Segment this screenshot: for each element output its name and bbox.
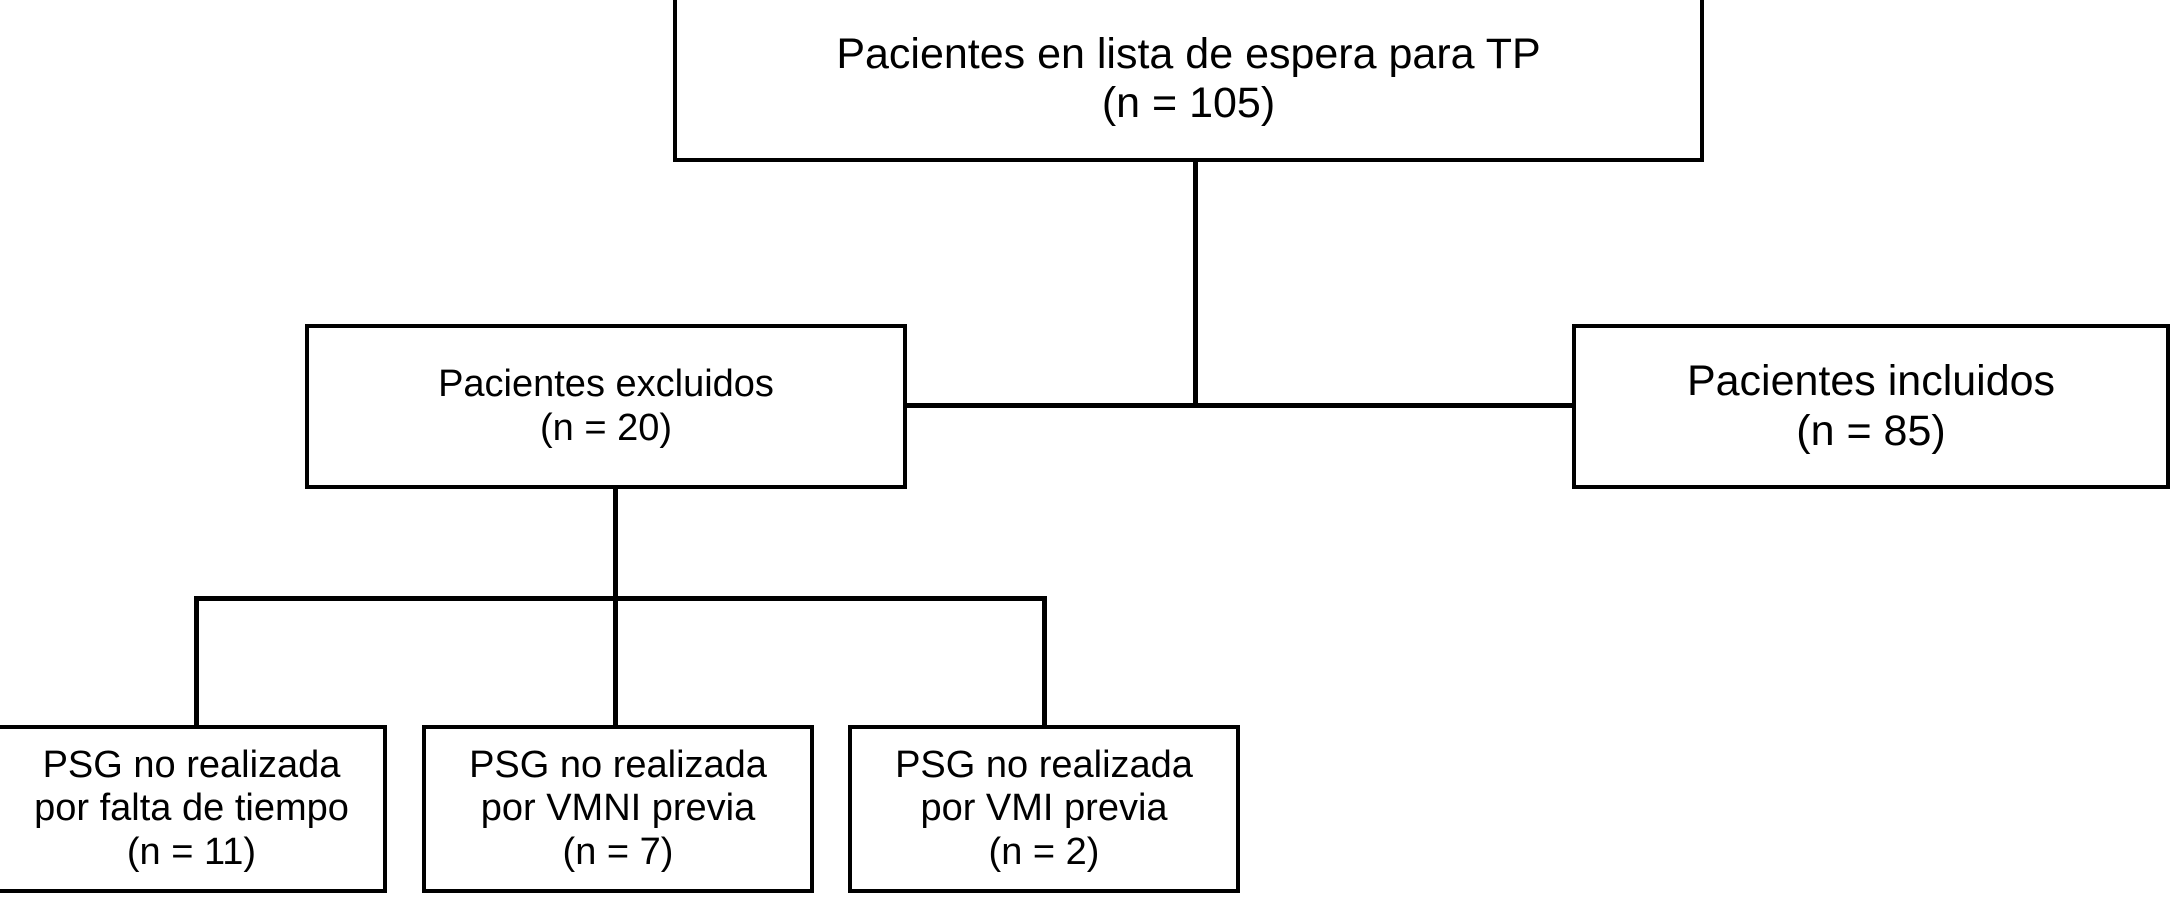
node-included-line-1: Pacientes incluidos xyxy=(1686,357,2056,406)
node-included: Pacientes incluidos (n = 85) xyxy=(1572,324,2170,489)
connector-to-psg-nivm xyxy=(613,596,618,727)
node-psg-no-nivm-count: (n = 7) xyxy=(562,830,674,873)
node-waitlist-line-1: Pacientes en lista de espera para TP xyxy=(836,29,1541,78)
connector-waitlist-to-split xyxy=(1193,160,1198,408)
connector-split-horizontal xyxy=(903,403,1574,408)
node-waitlist-count: (n = 105) xyxy=(1101,79,1276,127)
node-psg-no-nivm-line-1: PSG no realizada xyxy=(469,744,767,787)
node-psg-no-imv-line-2: por VMI previa xyxy=(920,787,1168,830)
node-psg-no-time-line-2: por falta de tiempo xyxy=(34,787,349,830)
node-excluded: Pacientes excluidos (n = 20) xyxy=(305,324,907,489)
node-included-count: (n = 85) xyxy=(1796,406,1946,455)
node-psg-no-time: PSG no realizada por falta de tiempo (n … xyxy=(0,725,387,893)
node-psg-no-imv-count: (n = 2) xyxy=(988,830,1100,873)
node-psg-no-nivm: PSG no realizada por VMNI previa (n = 7) xyxy=(422,725,814,893)
node-psg-no-time-line-1: PSG no realizada xyxy=(42,744,341,787)
connector-to-psg-imv xyxy=(1042,596,1047,727)
connector-children-horizontal xyxy=(194,596,1047,601)
node-waitlist: Pacientes en lista de espera para TP (n … xyxy=(673,0,1704,162)
connector-to-psg-time xyxy=(194,596,199,727)
node-excluded-count: (n = 20) xyxy=(539,406,673,449)
node-psg-no-time-count: (n = 11) xyxy=(126,830,257,873)
node-psg-no-imv-line-1: PSG no realizada xyxy=(895,744,1193,787)
node-psg-no-imv: PSG no realizada por VMI previa (n = 2) xyxy=(848,725,1240,893)
node-excluded-line-1: Pacientes excluidos xyxy=(438,363,774,406)
connector-excluded-to-children xyxy=(613,487,618,600)
node-psg-no-nivm-line-2: por VMNI previa xyxy=(480,787,756,830)
